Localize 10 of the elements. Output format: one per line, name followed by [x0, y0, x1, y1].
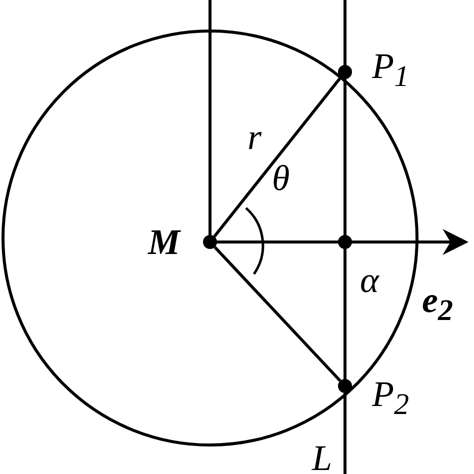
angle-label: α — [360, 262, 379, 298]
point-label: P$_{1}$ — [372, 48, 409, 96]
vector-label: e$_{2}$ — [422, 282, 453, 330]
edge-label: r — [248, 119, 262, 155]
point-label: M — [148, 224, 180, 260]
line-label: L — [312, 440, 332, 474]
line-segment — [214, 246, 342, 382]
line-segment — [213, 76, 342, 238]
angle-label: θ — [272, 160, 290, 196]
point-label: P$_{2}$ — [372, 376, 409, 424]
